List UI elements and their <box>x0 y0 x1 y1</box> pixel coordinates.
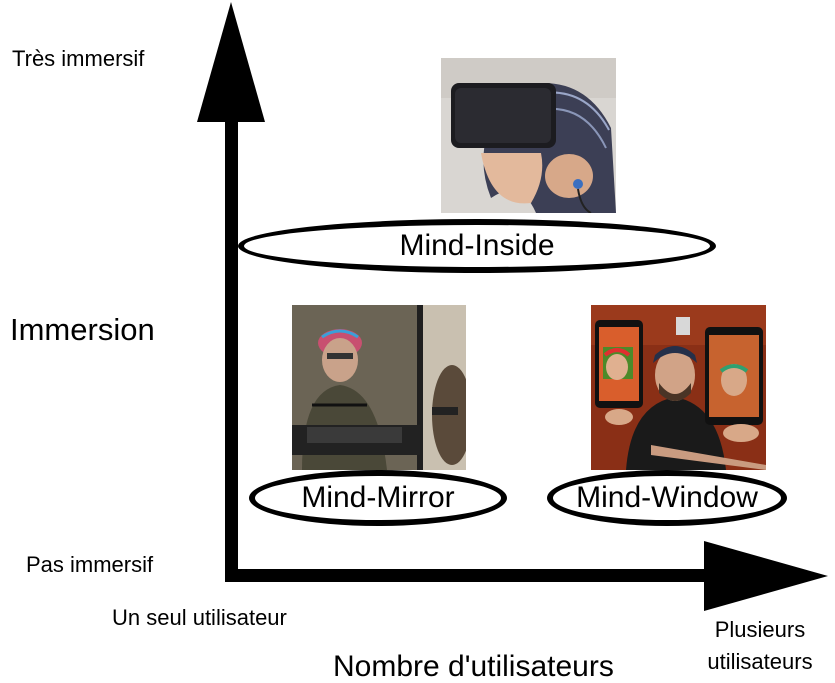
mirror-setup-photo <box>292 305 466 470</box>
x-axis-arrowhead <box>704 541 828 611</box>
tablets-photo <box>591 305 766 470</box>
mind-mirror-label: Mind-Mirror <box>249 470 507 526</box>
x-right-label: Plusieurs utilisateurs <box>707 617 813 674</box>
x-axis-line <box>225 569 730 582</box>
y-axis-line <box>225 110 238 582</box>
x-axis-title: Nombre d'utilisateurs <box>333 650 614 683</box>
y-top-label: Très immersif <box>12 46 145 71</box>
y-axis-title: Immersion <box>10 312 155 347</box>
y-bottom-label: Pas immersif <box>26 552 154 577</box>
x-left-label: Un seul utilisateur <box>112 605 287 630</box>
mind-inside-label: Mind-Inside <box>238 219 716 273</box>
vr-headset-photo <box>441 58 616 213</box>
y-axis-arrowhead <box>197 2 265 122</box>
mind-window-label: Mind-Window <box>547 470 787 526</box>
